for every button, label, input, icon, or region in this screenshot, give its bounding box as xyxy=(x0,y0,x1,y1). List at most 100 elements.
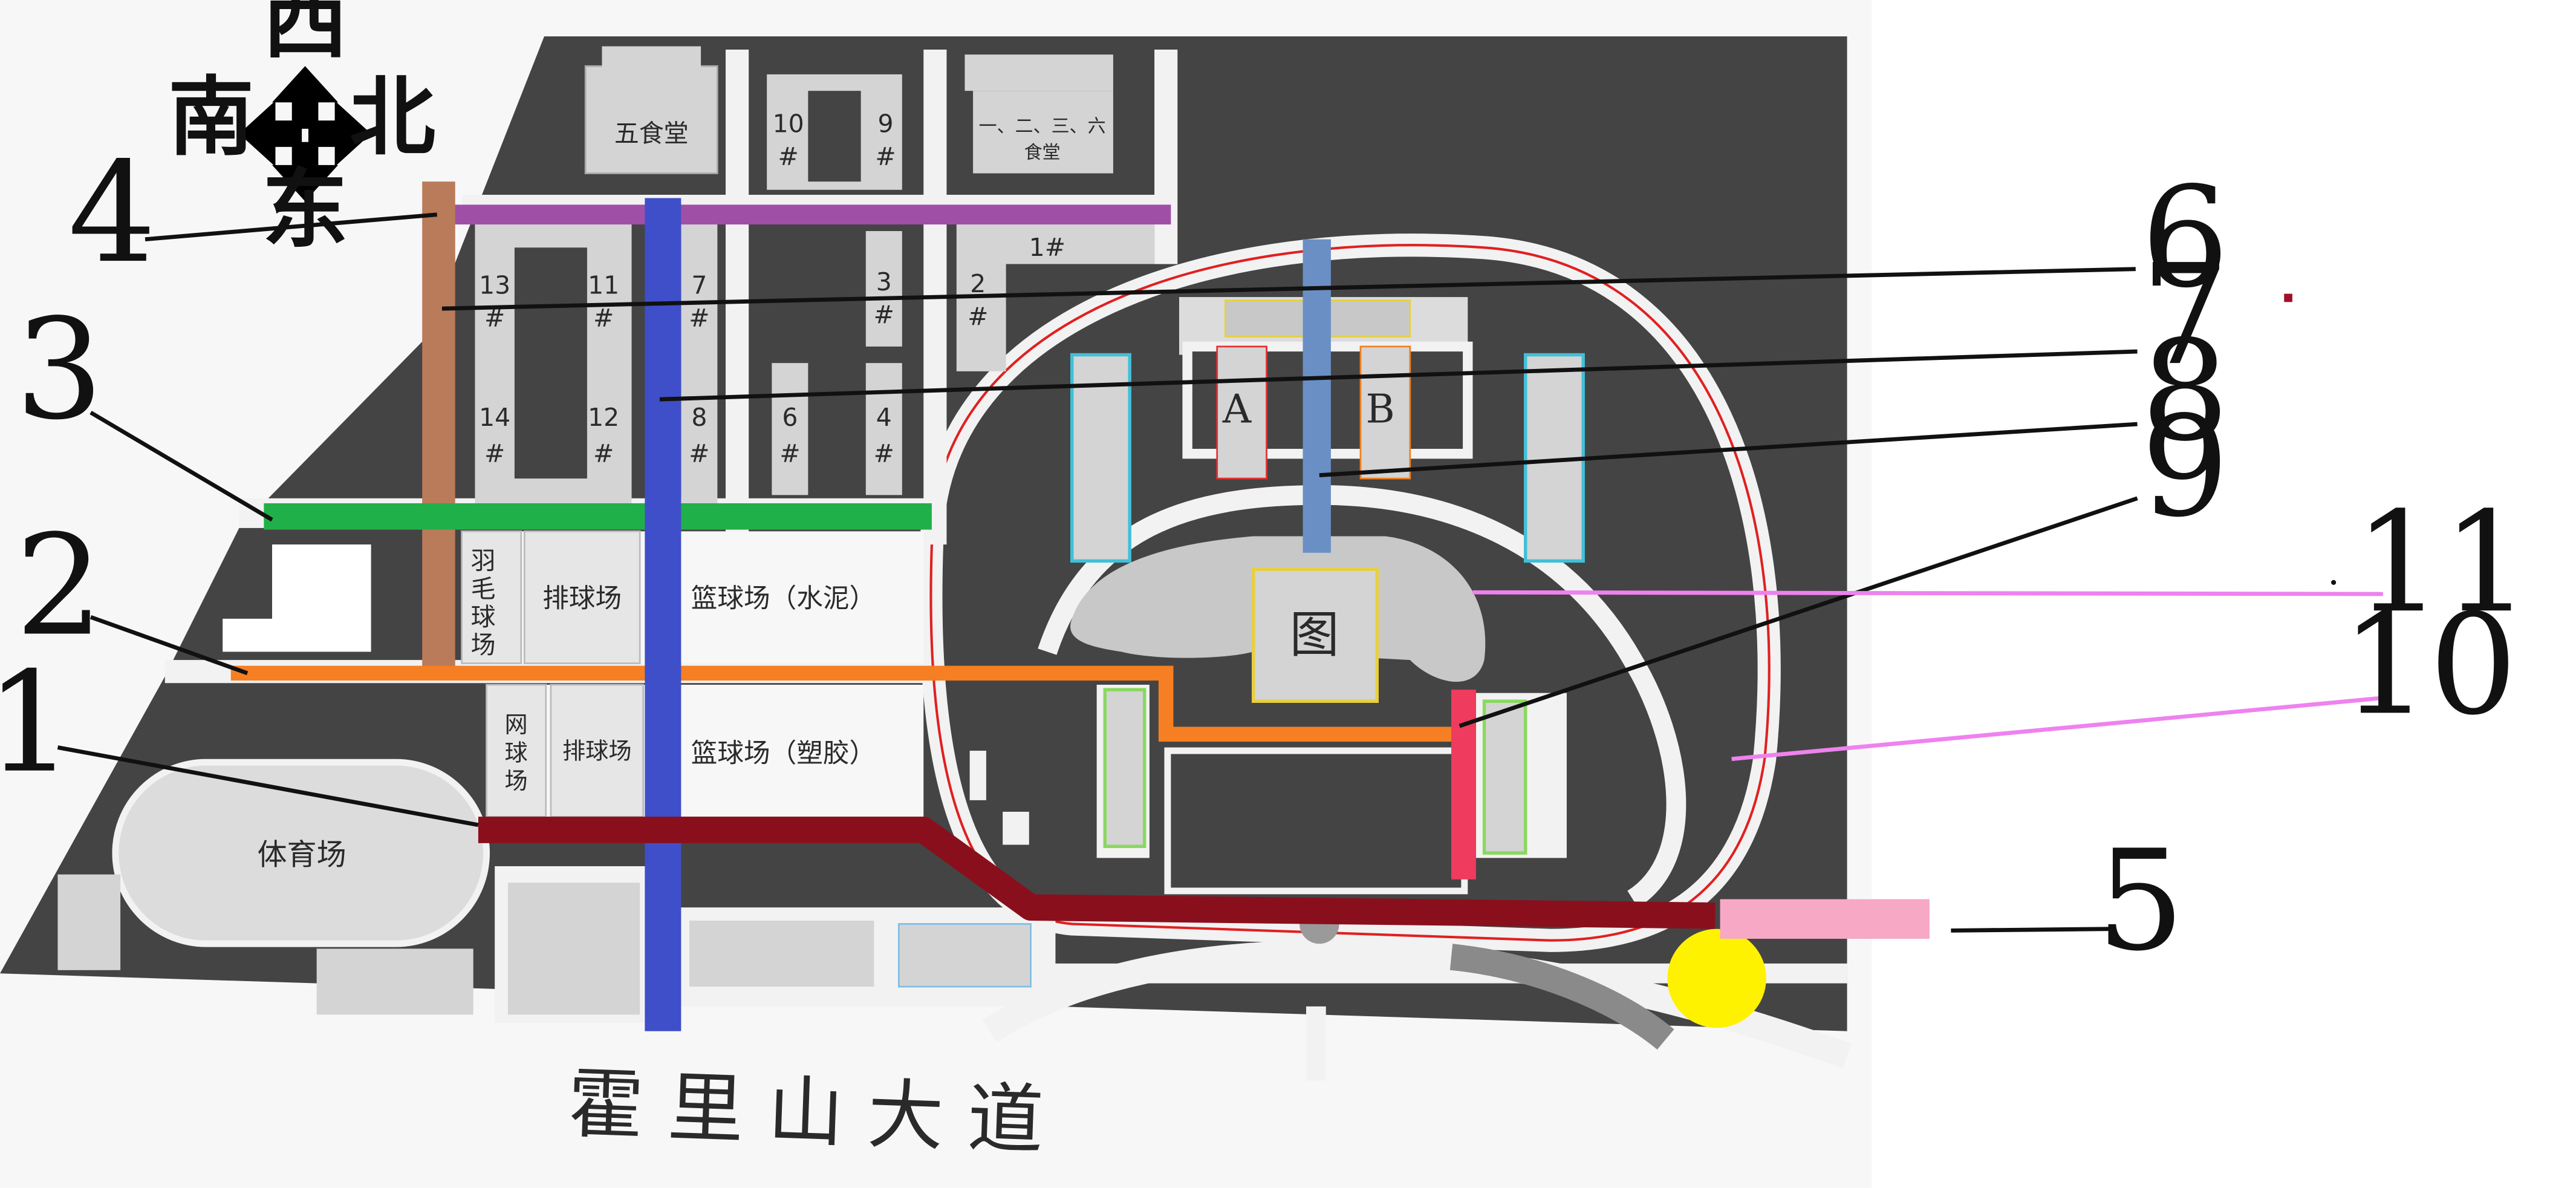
compass-south-label: 南 xyxy=(168,68,254,168)
leader-9 xyxy=(1459,496,2138,728)
leader-5 xyxy=(1951,927,2115,933)
route-label-3: 3 xyxy=(15,289,103,451)
route-label-10: 10 xyxy=(2341,584,2517,746)
small-block-2 xyxy=(1003,812,1029,845)
badminton-court xyxy=(461,530,522,664)
route-label-9: 9 xyxy=(2141,387,2230,548)
volleyball-court-2-label: 排球场 xyxy=(562,739,632,765)
basketball-plastic-label: 篮球场（塑胶） xyxy=(691,739,876,769)
building-b xyxy=(1359,345,1411,480)
volleyball-court-1 xyxy=(523,530,641,664)
dorm-2-label: 2 xyxy=(970,269,986,298)
dorm-13-courtyard xyxy=(514,247,587,479)
leader-4 xyxy=(145,212,438,242)
stray-dot xyxy=(2331,579,2337,585)
dorm-6-hash: # xyxy=(779,439,800,468)
inner-road xyxy=(1038,485,1686,908)
canteen-group-roof xyxy=(964,54,1113,91)
compass-north-label: 北 xyxy=(350,68,435,168)
route-label-7: 7 xyxy=(2141,235,2230,396)
badminton-char-1: 羽 xyxy=(471,546,496,575)
bottom-gate xyxy=(1306,1006,1326,1081)
west-block xyxy=(223,544,371,652)
tennis-char-1: 网 xyxy=(505,712,528,739)
route-label-11: 11 xyxy=(2354,482,2530,644)
route-9-line xyxy=(1451,690,1476,880)
dorm-3-hash: # xyxy=(874,301,894,330)
dorm-6-building xyxy=(772,363,808,495)
dorm-10-hash: # xyxy=(778,142,799,171)
leader-2 xyxy=(89,615,249,676)
south-block-2-inner xyxy=(508,883,640,1015)
dorm-9-label: 9 xyxy=(878,109,894,138)
route-6-line xyxy=(422,181,455,668)
west-teaching-building xyxy=(1070,353,1131,563)
route-label-1: 1 xyxy=(0,642,74,804)
dorm-4-building xyxy=(865,363,902,495)
canteen-5-roof xyxy=(602,46,701,80)
compass-west-label: 西 xyxy=(262,0,348,70)
leader-7 xyxy=(659,349,2138,402)
volleyball-court-1-label: 排球场 xyxy=(542,584,622,614)
dorm-3-building xyxy=(865,231,902,347)
tennis-char-3: 场 xyxy=(505,768,528,795)
building-b-label: B xyxy=(1366,386,1395,432)
basketball-cement-label: 篮球场（水泥） xyxy=(691,584,876,614)
canteen-group-sublabel: 食堂 xyxy=(1024,142,1061,163)
dorm-3-label: 3 xyxy=(876,267,892,296)
street-v3 xyxy=(1154,50,1178,264)
route-2-line xyxy=(230,665,1451,742)
canteen-group-building xyxy=(973,91,1113,174)
street-v1 xyxy=(726,50,749,545)
compass-arrow-down-icon xyxy=(272,142,339,201)
route-8-line xyxy=(1303,239,1331,553)
compass-arrow-up-icon xyxy=(272,66,339,129)
dorm-12-label: 12 xyxy=(588,403,619,432)
canteen-5-label: 五食堂 xyxy=(614,119,689,148)
dorm-11-label: 11 xyxy=(588,271,619,300)
leader-6 xyxy=(441,267,2136,311)
volleyball-court-2 xyxy=(550,684,644,818)
bottom-grey-arc xyxy=(1449,944,1674,1050)
compass-rose: 西 南 北 东 xyxy=(168,0,435,260)
route-1-line xyxy=(478,817,1716,929)
leader-8 xyxy=(1319,422,2138,478)
lower-west-building-inner xyxy=(1103,688,1147,848)
sw-block xyxy=(57,874,121,970)
route-label-8: 8 xyxy=(2141,311,2230,472)
route-label-4: 4 xyxy=(68,132,157,294)
lower-courtyard xyxy=(1164,747,1468,895)
route-5-line xyxy=(1720,899,1930,939)
route-4-line xyxy=(437,204,1171,225)
dorm-8-hash: # xyxy=(689,439,709,468)
leader-1 xyxy=(57,745,479,827)
dorm-8-label: 8 xyxy=(691,403,707,432)
canteen-group-label: 一、二、三、六 xyxy=(979,116,1106,137)
tennis-court xyxy=(486,684,547,818)
small-block-1 xyxy=(969,751,986,800)
leader-10 xyxy=(1731,696,2384,762)
lower-east-building-inner xyxy=(1482,699,1527,855)
compass-east-label: 东 xyxy=(262,160,348,260)
dorm-12-hash: # xyxy=(593,439,614,468)
dorm-7-hash: # xyxy=(689,304,709,333)
compass-arrow-left-icon xyxy=(239,100,302,167)
compass-arrow-right-icon xyxy=(308,100,371,167)
dorm-10-label: 10 xyxy=(773,109,804,138)
dorm-9-hash: # xyxy=(875,142,896,171)
dorm-1-label: 1# xyxy=(1029,233,1065,262)
leader-11 xyxy=(1472,590,2383,596)
dorm-10-9-courtyard xyxy=(808,91,861,182)
route-3-line xyxy=(264,503,932,530)
dorm-13-label: 13 xyxy=(479,271,510,300)
route-label-6: 6 xyxy=(2141,157,2230,319)
stadium-label: 体育场 xyxy=(257,837,346,872)
dorm-7-label: 7 xyxy=(691,271,707,300)
dorm-14-hash: # xyxy=(484,439,505,468)
badminton-char-2: 毛 xyxy=(471,574,496,603)
badminton-char-4: 场 xyxy=(471,630,496,659)
dorm-4-hash: # xyxy=(874,439,894,468)
dorm-2-hash: # xyxy=(968,302,988,331)
building-a-label: A xyxy=(1222,386,1252,432)
